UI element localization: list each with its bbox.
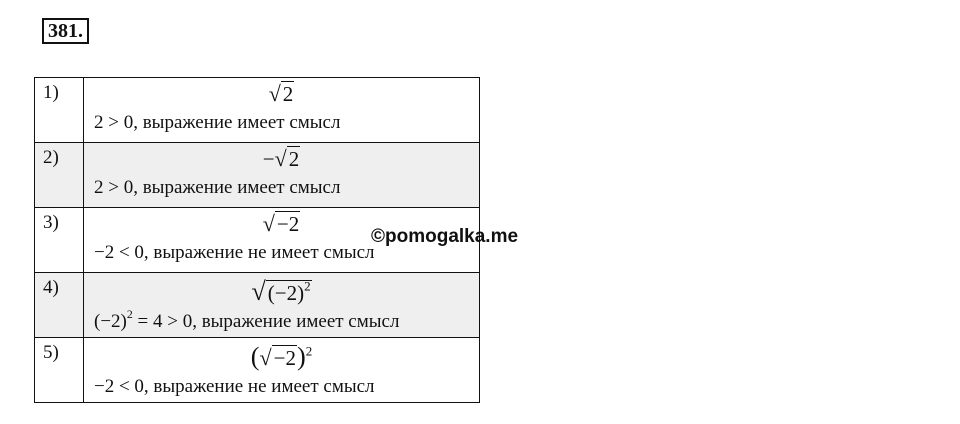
row-content: −√2 2 > 0, выражение имеет смысл	[83, 142, 480, 208]
row-number: 1)	[34, 77, 84, 143]
row-number: 3)	[34, 207, 84, 273]
sqrt-expression: √−2	[260, 339, 297, 377]
right-paren: )	[296, 342, 306, 371]
row-content: √−2 −2 < 0, выражение не имеет смысл	[83, 207, 480, 273]
watermark: ©pomogalka.me	[371, 226, 519, 247]
radicand: 2	[280, 81, 295, 106]
radical-sign-icon: √	[268, 81, 281, 106]
table-row: 2) −√2 2 > 0, выражение имеет смысл	[34, 142, 480, 208]
conclusion: −2 < 0, выражение не имеет смысл	[94, 242, 375, 263]
minus-sign: −	[262, 147, 275, 171]
radicand: 2	[286, 146, 301, 171]
radicand: −2	[274, 211, 301, 236]
radical-sign-icon: √	[274, 146, 287, 171]
conclusion-base: (−2)	[94, 311, 127, 332]
sqrt-expression: √2	[275, 143, 301, 175]
radical-sign-icon: √	[251, 277, 266, 306]
radicand-base: (−2)	[267, 281, 305, 305]
sqrt-expression: √2	[269, 78, 295, 110]
table-row: 5) (√−2)2 −2 < 0, выражение не имеет смы…	[34, 337, 480, 403]
expression: √−2	[84, 208, 479, 240]
sqrt-expression: √(−2)2	[251, 273, 312, 312]
row-number: 5)	[34, 337, 84, 403]
table-row: 4) √(−2)2 (−2)2 = 4 > 0, выражение имеет…	[34, 272, 480, 338]
conclusion: −2 < 0, выражение не имеет смысл	[94, 376, 375, 397]
expression: (√−2)2	[84, 338, 479, 374]
conclusion-rest: = 4 > 0, выражение имеет смысл	[132, 311, 400, 332]
solutions-table: 1) √2 2 > 0, выражение имеет смысл 2) −√…	[34, 77, 480, 403]
conclusion: 2 > 0, выражение имеет смысл	[94, 177, 341, 198]
exponent: 2	[305, 343, 313, 359]
expression: √2	[84, 78, 479, 110]
row-content: √(−2)2 (−2)2 = 4 > 0, выражение имеет см…	[83, 272, 480, 338]
sqrt-expression: √−2	[262, 208, 301, 240]
conclusion: (−2)2 = 4 > 0, выражение имеет смысл	[84, 309, 479, 335]
left-paren: (	[250, 342, 260, 371]
conclusion: 2 > 0, выражение имеет смысл	[94, 112, 341, 133]
row-content: (√−2)2 −2 < 0, выражение не имеет смысл	[83, 337, 480, 403]
conclusion-exponent: 2	[126, 308, 133, 322]
radical-sign-icon: √	[259, 345, 272, 370]
task-number: 381.	[42, 18, 89, 44]
radical-sign-icon: √	[262, 211, 275, 236]
row-content: √2 2 > 0, выражение имеет смысл	[83, 77, 480, 143]
exponent: 2	[304, 278, 311, 294]
expression: √(−2)2	[84, 273, 479, 309]
table-row: 1) √2 2 > 0, выражение имеет смысл	[34, 77, 480, 143]
row-number: 2)	[34, 142, 84, 208]
table-row: 3) √−2 −2 < 0, выражение не имеет смысл	[34, 207, 480, 273]
row-number: 4)	[34, 272, 84, 338]
radicand: −2	[271, 345, 297, 370]
radicand: (−2)2	[265, 278, 312, 305]
expression: −√2	[84, 143, 479, 175]
